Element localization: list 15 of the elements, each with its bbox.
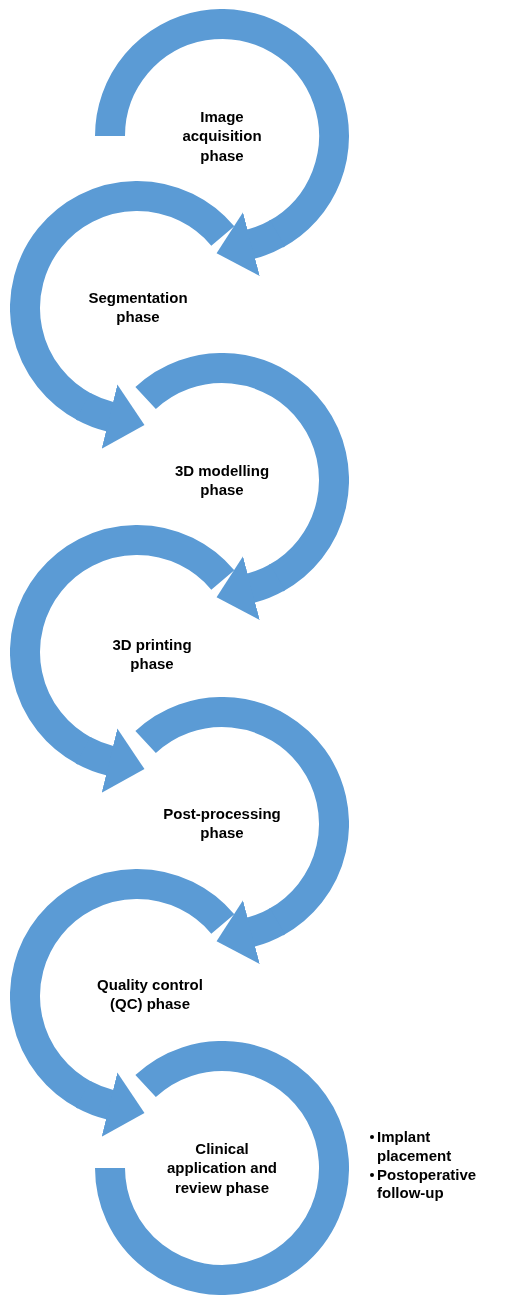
arrow (216, 212, 285, 276)
arrow (76, 1072, 145, 1137)
phase-label: Quality control (QC) phase (96, 974, 204, 1014)
arrow (76, 728, 145, 793)
bullet-text: Postoperative follow-up (377, 1165, 478, 1203)
arrow (216, 900, 285, 964)
phase-label: Segmentation phase (87, 287, 189, 327)
arrow (76, 384, 145, 449)
arrow (216, 556, 285, 620)
phase-label: Clinical application and review phase (166, 1138, 278, 1198)
phase-label: Image acquisition phase (181, 106, 263, 166)
bullet-text: Implant placement (377, 1128, 453, 1166)
phase-label: Post-processing phase (162, 803, 282, 843)
phase-label: 3D modelling phase (173, 460, 271, 500)
phase-label: 3D printing phase (111, 634, 193, 674)
